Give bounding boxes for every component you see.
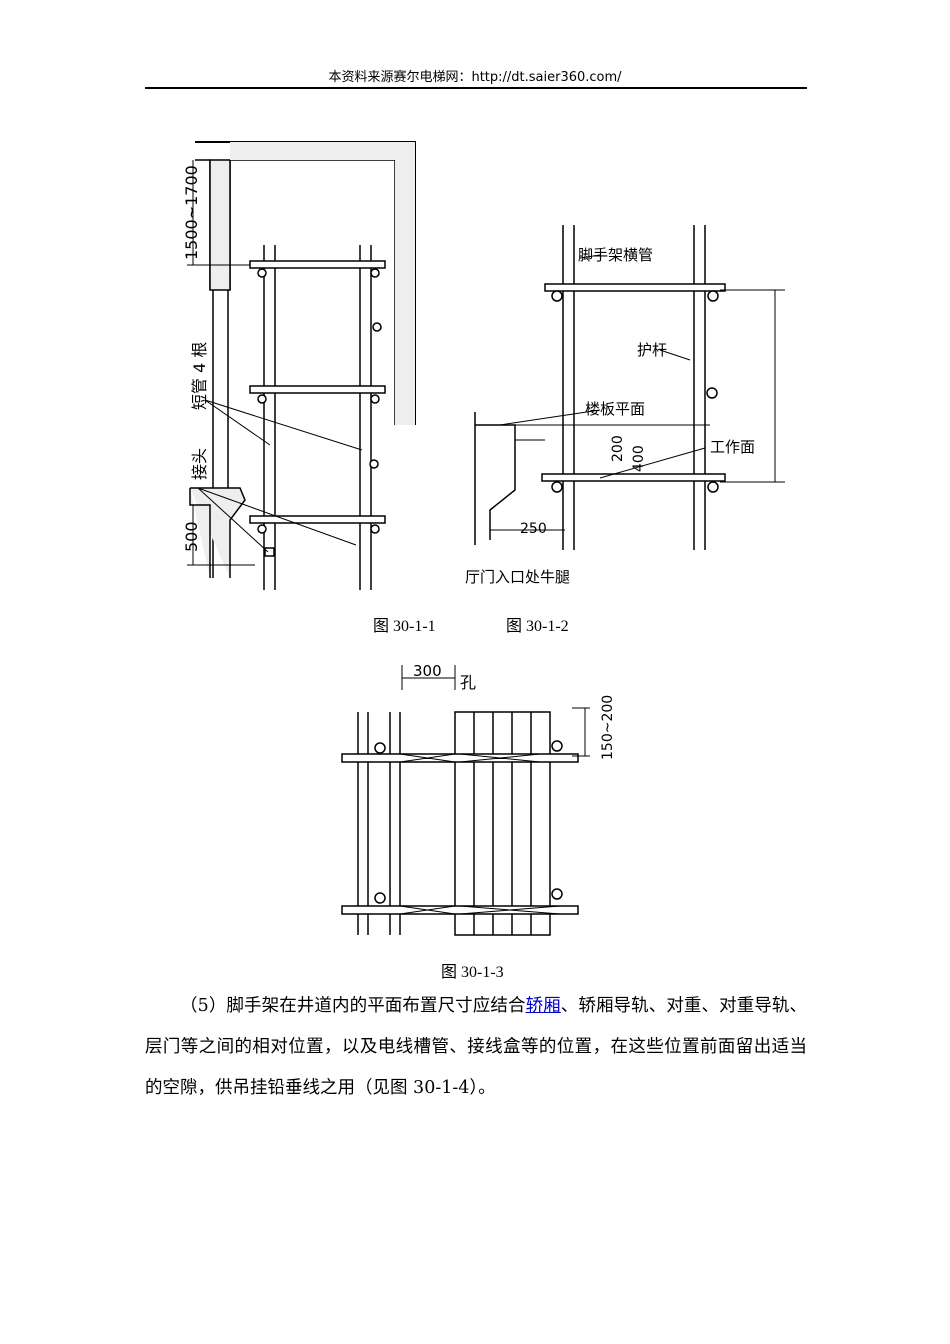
dim-200: 200: [610, 435, 626, 462]
dim-300: 300: [413, 662, 442, 680]
caption-30-1-3: 图 30-1-3: [441, 964, 504, 981]
label-short-tubes: 短管 4 根: [190, 342, 209, 410]
label-corbel: 厅门入口处牛腿: [465, 568, 570, 586]
figure-30-1-1: 1500~1700 500 短管 4 根 接头: [182, 141, 416, 590]
dim-150-200: 150~200: [600, 695, 616, 760]
dim-500: 500: [182, 521, 201, 552]
label-floor: 楼板平面: [585, 400, 645, 418]
figure-30-1-3: 300 孔 150~200: [341, 662, 616, 936]
link-car[interactable]: 轿厢: [525, 996, 561, 1016]
label-work-face: 工作面: [710, 438, 755, 456]
body-paragraph: （5）脚手架在井道内的平面布置尺寸应结合轿厢、轿厢导轨、对重、对重导轨、层门等之…: [145, 986, 807, 1109]
paragraph-part2: 、轿厢导轨、对重、对重导轨、层门等之间的相对位置，以及电线槽管、接线盒等的位置，…: [145, 996, 808, 1098]
label-joint: 接头: [190, 448, 209, 480]
dim-400: 400: [631, 445, 647, 472]
page-header: 本资料来源赛尔电梯网：http://dt.saier360.com/: [328, 70, 622, 85]
label-hole: 孔: [460, 673, 476, 692]
figures: 1500~1700 500 短管 4 根 接头 脚手架横管 护杆 楼板平面 工作…: [182, 141, 785, 936]
label-cross-tube: 脚手架横管: [578, 246, 653, 264]
caption-30-1-1: 图 30-1-1: [373, 618, 436, 635]
label-guard: 护杆: [637, 341, 667, 359]
header-rule: [145, 87, 807, 89]
paragraph-part1: （5）脚手架在井道内的平面布置尺寸应结合: [180, 996, 526, 1016]
dim-1500-1700: 1500~1700: [182, 165, 201, 260]
caption-30-1-2: 图 30-1-2: [506, 618, 569, 635]
dim-250: 250: [520, 521, 547, 537]
figure-30-1-2: 脚手架横管 护杆 楼板平面 工作面 200 400 250 厅门入口处牛腿: [465, 225, 785, 586]
